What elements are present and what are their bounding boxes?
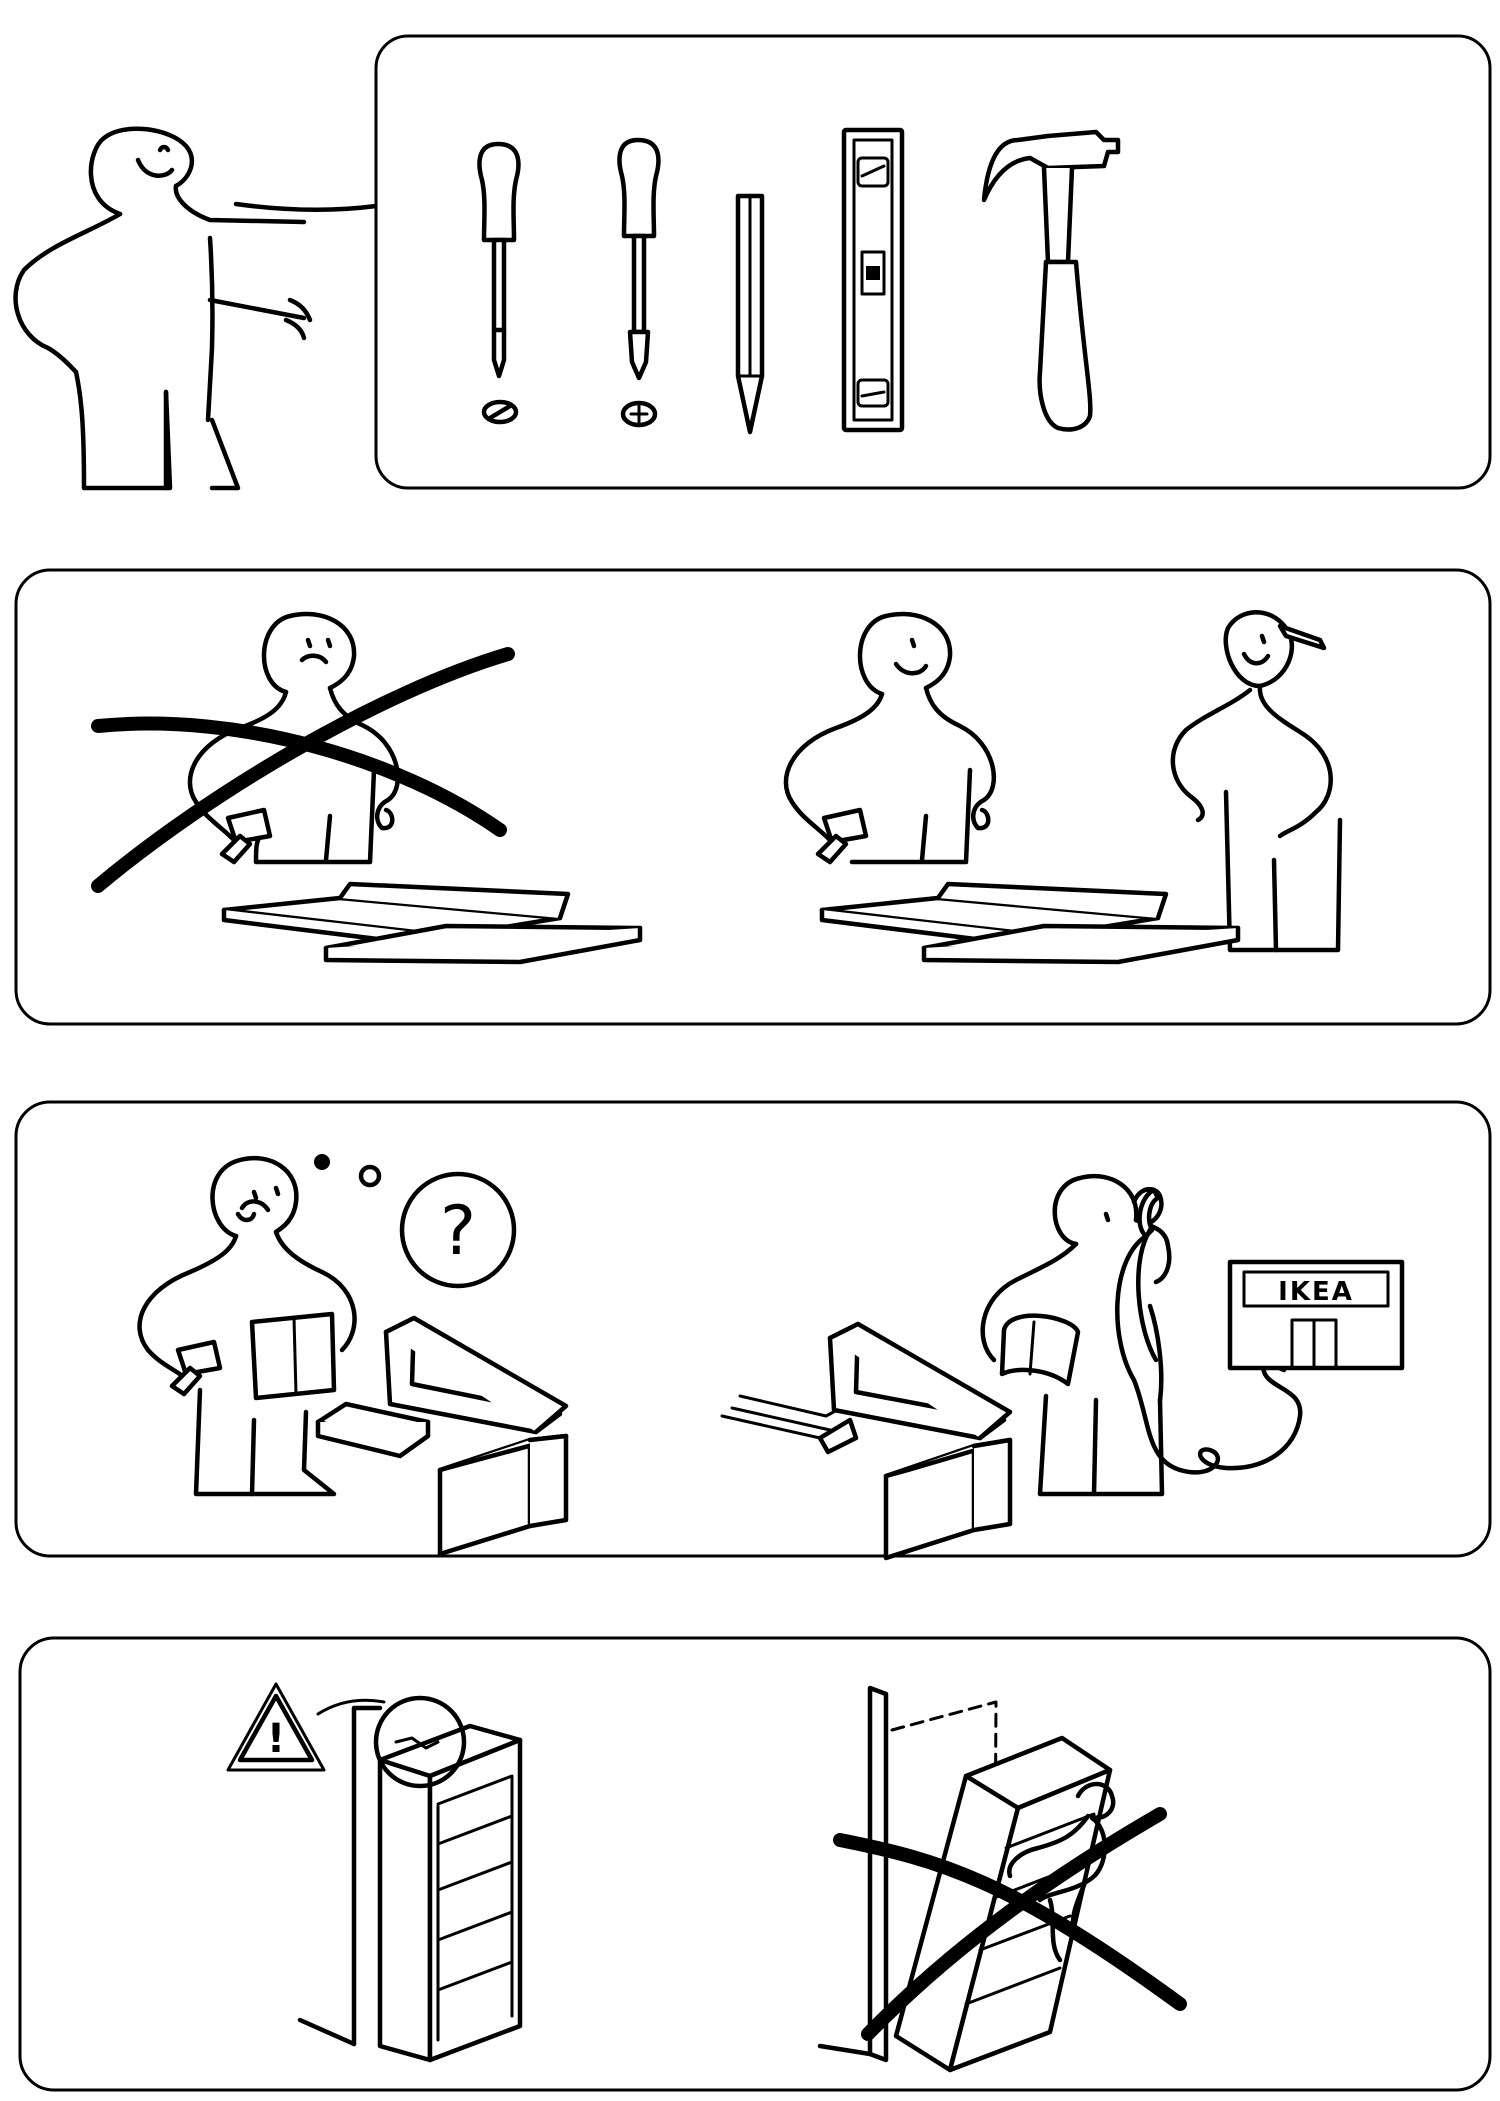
thought-dot — [314, 1154, 330, 1170]
pointing-man-figure — [13, 126, 379, 491]
two-people-panel — [14, 568, 1492, 1026]
confused-assembler-figure — [137, 1155, 357, 1497]
falling-bookcase-scene — [817, 1685, 1116, 2073]
hammer-icon — [981, 129, 1121, 432]
wall-right — [867, 1685, 889, 2063]
question-bubble: ? — [399, 1171, 517, 1289]
parts-left — [315, 1315, 569, 1557]
phoning-assembler-figure — [980, 1173, 1303, 1497]
planks-pile-right — [819, 881, 1241, 965]
two-people-frame — [14, 568, 1492, 1026]
assembler-figure — [783, 611, 997, 865]
pencil-icon — [735, 193, 765, 435]
anchored-bookcase-icon — [377, 1723, 523, 2063]
cross-out-line — [833, 1833, 1187, 2011]
call-ikea-panel: ? — [14, 1100, 1492, 1561]
tools-panel — [13, 34, 1492, 491]
flat-screwdriver-icon — [477, 141, 521, 425]
warning-exclamation: ! — [267, 1716, 285, 1762]
phillips-screwdriver-icon — [617, 137, 661, 428]
alone-assembler-figure — [187, 611, 401, 865]
cross-out-line — [91, 647, 515, 893]
store-sign-text: IKEA — [1278, 1277, 1354, 1307]
wall-anchor-panel: ! — [18, 1636, 1492, 2092]
helper-figure — [1170, 610, 1343, 953]
thought-dot — [358, 1164, 382, 1188]
wall-anchor-frame — [18, 1636, 1492, 2092]
parts-right — [720, 1321, 1013, 1561]
spirit-level-icon — [841, 127, 905, 433]
question-mark: ? — [440, 1192, 476, 1271]
anchor-fitting — [394, 1736, 440, 1750]
callout-line — [316, 1698, 386, 1716]
tools-frame — [374, 34, 1492, 490]
wall-left — [297, 1705, 383, 2047]
planks-pile-left — [221, 881, 643, 965]
detail-magnifier — [373, 1695, 467, 1789]
ikea-store-icon[interactable]: IKEA — [1227, 1259, 1405, 1371]
warning-triangle-icon: ! — [226, 1682, 326, 1772]
cross-out-line — [861, 1807, 1167, 2041]
